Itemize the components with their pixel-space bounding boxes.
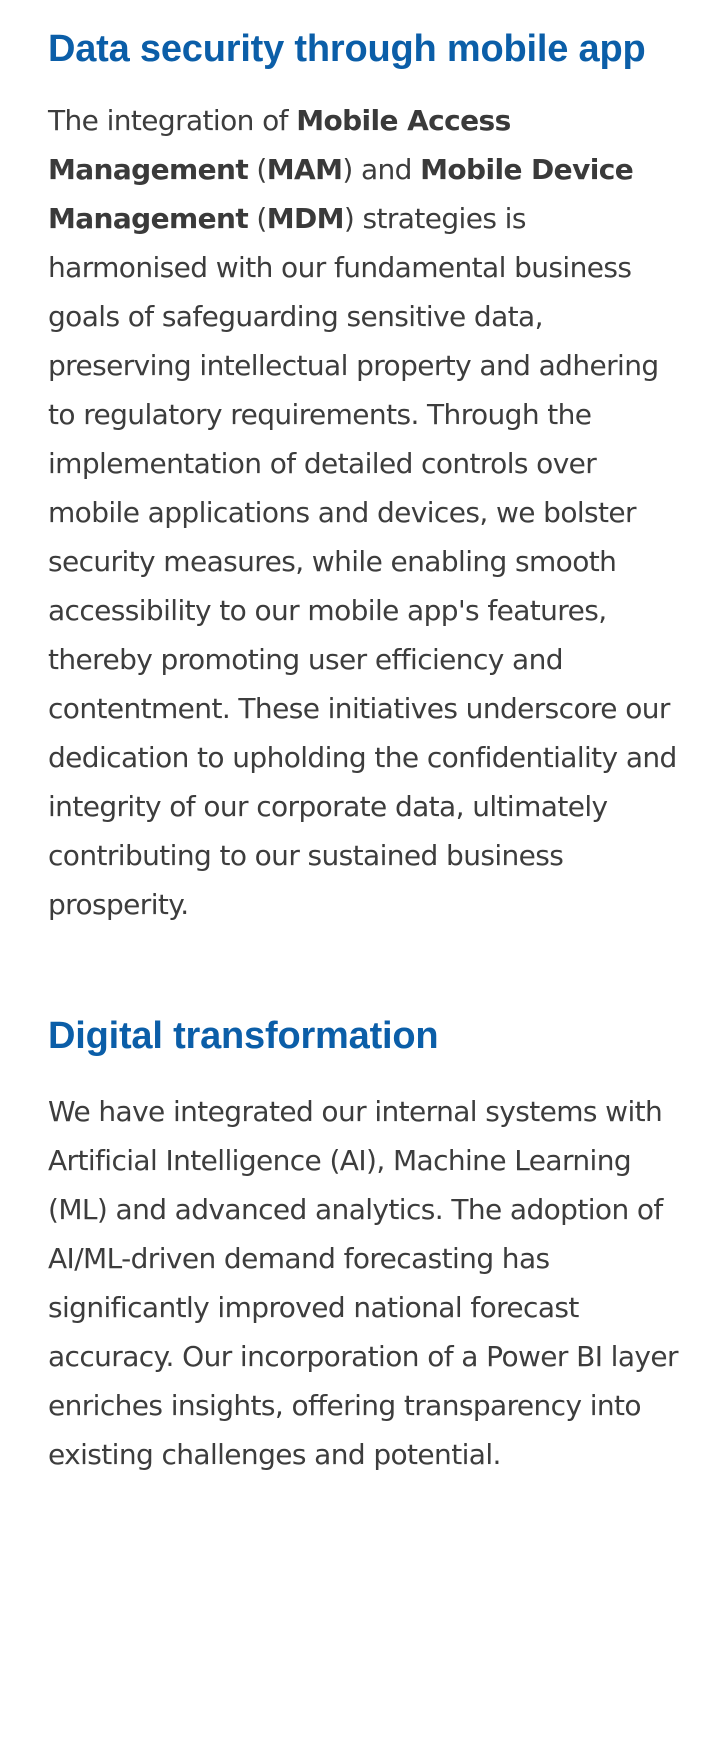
body-bold-term: Mobile Device Management [48, 153, 634, 235]
body-text: ) and [342, 153, 421, 186]
body-text: ( [248, 153, 267, 186]
body-text: ( [248, 202, 267, 235]
section-heading: Data security through mobile app [48, 28, 646, 70]
body-bold-term: MAM [266, 153, 343, 186]
body-text: The integration of [48, 104, 297, 137]
section-body: The integration of Mobile Access Managem… [48, 96, 688, 929]
section-heading: Digital transformation [48, 1015, 439, 1057]
document-page: Data security through mobile app The int… [48, 24, 688, 1479]
section-digital-transformation: Digital transformation We have integrate… [48, 1011, 688, 1479]
body-bold-term: Mobile Access Management [48, 104, 511, 186]
body-bold-term: MDM [266, 202, 345, 235]
section-body: We have integrated our internal systems … [48, 1095, 679, 1471]
body-text: ) strategies is harmonised with our fund… [48, 202, 677, 921]
section-data-security: Data security through mobile app The int… [48, 24, 688, 929]
